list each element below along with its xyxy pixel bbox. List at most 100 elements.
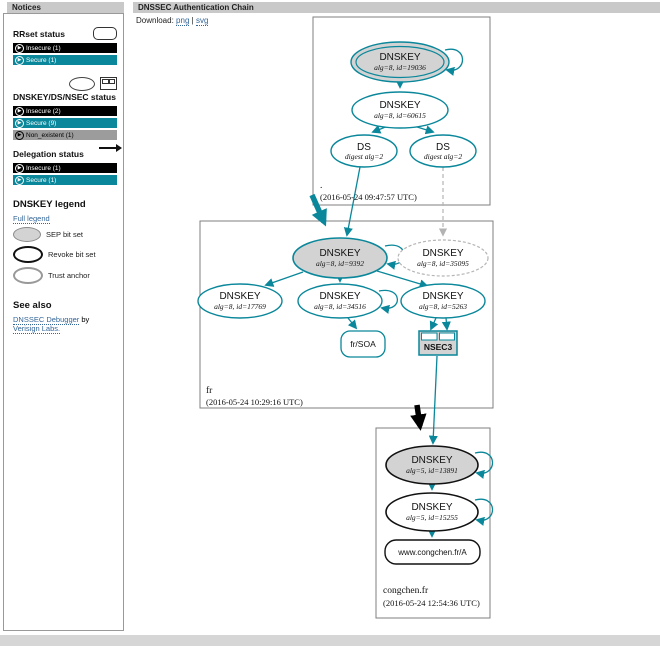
cluster-congchen-border [375, 427, 491, 619]
node-sub: alg=8, id=9392 [316, 259, 364, 268]
expand-icon: ▶ [15, 118, 24, 128]
expand-icon: ▶ [15, 130, 24, 140]
rrset-insecure-bar[interactable]: ▶ Insecure (1) [13, 43, 117, 53]
link-separator: | [191, 16, 194, 25]
dnskey-insecure-bar[interactable]: ▶ Insecure (2) [13, 106, 117, 116]
trust-anchor-icon [13, 267, 43, 284]
dnskey-section-icons [13, 76, 117, 91]
node-sub: alg=8, id=35095 [417, 259, 469, 268]
notices-panel-title: Notices [7, 2, 124, 13]
download-svg-link[interactable]: svg [195, 16, 209, 26]
revoke-bit-icon [13, 246, 43, 263]
cluster-fr-label: fr [206, 385, 213, 396]
node-fr-soa[interactable]: fr/SOA [340, 330, 386, 358]
node-congchen-ksk[interactable]: DNSKEY alg=5, id=13891 [385, 445, 479, 485]
rrset-status-heading: RRset status [13, 27, 117, 40]
node-sub: alg=8, id=19036 [374, 63, 426, 72]
record-node-icon [100, 77, 117, 90]
expand-icon: ▶ [15, 106, 24, 116]
cluster-root-label: . [320, 181, 322, 191]
expand-icon: ▶ [15, 43, 24, 53]
dnskey-nonexistent-bar[interactable]: ▶ Non_existent (1) [13, 130, 117, 140]
node-label: DNSKEY [422, 248, 463, 259]
dnskey-legend-heading: DNSKEY legend [13, 199, 86, 210]
edge-nsec3-ccksk [428, 355, 438, 445]
node-ds-1[interactable]: DS digest alg=2 [330, 134, 398, 168]
download-png-link[interactable]: png [176, 16, 190, 26]
legend-label: Trust anchor [48, 271, 90, 280]
see-also-by: by [81, 315, 90, 324]
download-line: Download: png | svg [136, 16, 209, 26]
cluster-congchen-timestamp: (2016-05-24 12:54:36 UTC) [383, 598, 480, 608]
rrset-node-icon [93, 27, 117, 40]
status-count-label: Secure (9) [26, 119, 57, 127]
node-label: DNSKEY [379, 100, 420, 111]
node-label: fr/SOA [350, 339, 376, 349]
rrset-secure-bar[interactable]: ▶ Secure (1) [13, 55, 117, 65]
delegation-arrow-icon [99, 144, 122, 152]
legend-label: Revoke bit set [48, 250, 96, 259]
node-fr-dnskey-5263[interactable]: DNSKEY alg=8, id=5263 [400, 283, 486, 319]
node-label: NSEC3 [424, 342, 453, 352]
delegation-secure-bar[interactable]: ▶ Secure (1) [13, 175, 117, 185]
full-legend-link[interactable]: Full legend [13, 214, 50, 224]
status-count-label: Non_existent (1) [26, 131, 74, 139]
node-root-zsk[interactable]: DNSKEY alg=8, id=60615 [351, 91, 449, 129]
node-label: DNSKEY [219, 291, 260, 302]
notices-panel: RRset status ▶ Insecure (1) ▶ Secure (1)… [3, 13, 124, 631]
see-also-heading: See also [13, 300, 52, 311]
node-label: DNSKEY [422, 291, 463, 302]
edge-selfloop-ccksk [474, 451, 494, 479]
node-fr-dnskey-34516[interactable]: DNSKEY alg=8, id=34516 [297, 283, 383, 319]
legend-item-trust: Trust anchor [13, 267, 117, 284]
dnssec-debugger-link[interactable]: DNSSEC Debugger [13, 315, 80, 325]
node-sub: digest alg=2 [345, 152, 383, 161]
cluster-congchen-label: congchen.fr [383, 585, 429, 596]
edge-frksk-key5263 [376, 270, 429, 289]
node-label: DNSKEY [319, 291, 360, 302]
delegation-status-heading: Delegation status [13, 144, 122, 159]
node-label: DNSKEY [379, 52, 420, 63]
sep-bit-icon [13, 227, 41, 242]
secure-delegation-arrow [309, 193, 327, 227]
cluster-fr-border [199, 220, 494, 409]
node-label: DS [357, 142, 371, 153]
status-count-label: Insecure (2) [26, 107, 61, 115]
node-fr-ksk[interactable]: DNSKEY alg=8, id=9392 [292, 237, 388, 279]
node-root-ksk[interactable]: DNSKEY alg=8, id=19036 [350, 41, 450, 83]
legend-item-revoke: Revoke bit set [13, 246, 117, 263]
legend-label: SEP bit set [46, 230, 83, 239]
node-label: DNSKEY [411, 502, 452, 513]
node-label: DNSKEY [411, 455, 452, 466]
expand-icon: ▶ [15, 163, 24, 173]
node-nsec3[interactable]: NSEC3 [418, 330, 458, 356]
page-title: DNSSEC Authentication Chain [133, 2, 660, 13]
node-label: DS [436, 142, 450, 153]
insecure-delegation-arrow [410, 404, 427, 431]
delegation-insecure-bar[interactable]: ▶ Insecure (1) [13, 163, 117, 173]
node-sub: digest alg=2 [424, 152, 462, 161]
node-sub: alg=8, id=60615 [374, 111, 426, 120]
node-label: DNSKEY [319, 248, 360, 259]
node-sub: alg=8, id=17769 [214, 302, 266, 311]
edge-selfloop-key34516 [378, 289, 398, 314]
download-label: Download: [136, 16, 174, 25]
node-www-a-rrset[interactable]: www.congchen.fr/A [384, 539, 481, 565]
node-fr-dnskey-missing[interactable]: DNSKEY alg=8, id=35095 [397, 239, 489, 277]
node-congchen-zsk[interactable]: DNSKEY alg=5, id=15255 [385, 492, 479, 532]
see-also-links: DNSSEC Debugger by Verisign Labs. [13, 315, 117, 334]
node-fr-dnskey-17769[interactable]: DNSKEY alg=8, id=17769 [197, 283, 283, 319]
node-sub: alg=5, id=15255 [406, 513, 458, 522]
dnskey-status-heading: DNSKEY/DS/NSEC status [13, 92, 116, 102]
node-ds-2[interactable]: DS digest alg=2 [409, 134, 477, 168]
dnskey-secure-bar[interactable]: ▶ Secure (9) [13, 118, 117, 128]
edge-frksk-key17769 [264, 271, 304, 287]
ellipse-node-icon [69, 76, 95, 91]
verisign-labs-link[interactable]: Verisign Labs. [13, 324, 61, 334]
edge-selfloop-cczsk [474, 498, 494, 526]
expand-icon: ▶ [15, 175, 24, 185]
cluster-fr-timestamp: (2016-05-24 10:29:16 UTC) [206, 397, 303, 407]
edge-selfloop-root-ksk [444, 48, 464, 76]
edge-key34516-soa [347, 317, 358, 330]
edge-key5263-nsec3a [429, 317, 439, 331]
